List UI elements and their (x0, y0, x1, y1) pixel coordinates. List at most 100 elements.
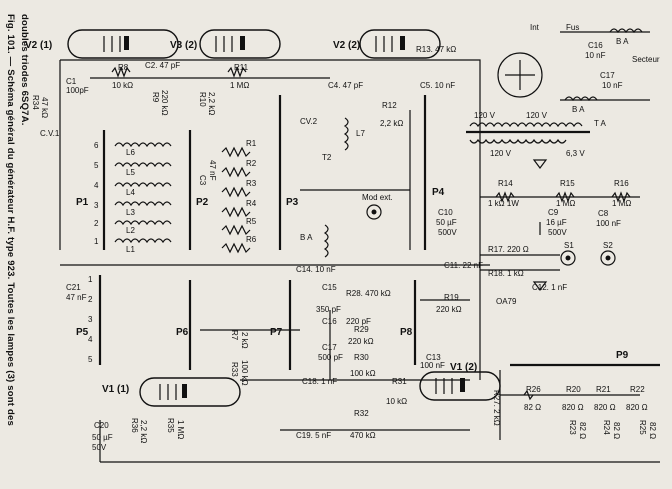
tube-v2-1: V2 (1) (25, 29, 179, 59)
p5-position-1: 1 (88, 275, 93, 284)
c17s-value: 10 nF (602, 81, 623, 90)
c12-label: C12. 1 nF (532, 283, 567, 292)
coil-l3-label: L3 (126, 208, 135, 217)
switch-p6: P6 (176, 280, 192, 370)
mod-ext-label: Mod ext. (362, 193, 393, 202)
coil-l2-label: L2 (126, 226, 135, 235)
coil-ba-filter-label: B A (572, 105, 585, 114)
r25-value: 82 Ω (648, 422, 657, 439)
c21-label: C21 (66, 283, 81, 292)
resistor-r2-label: R2 (246, 159, 257, 168)
c20-label: C20 (94, 421, 109, 430)
r36-label: R36 (130, 418, 139, 433)
c10-value: 50 µF (436, 218, 457, 227)
tube-v1-2: V1 (2) (419, 362, 501, 401)
t2-label: T2 (322, 153, 332, 162)
c13-value: 100 nF (420, 361, 445, 370)
c15-label: C15 (322, 283, 337, 292)
p1-position-6: 6 (94, 141, 99, 150)
tube-v3-2: V3 (2) (170, 29, 281, 59)
coil-ta-label: T A (594, 119, 607, 128)
switch-p3-label: P3 (286, 197, 299, 208)
r22-value: 820 Ω (626, 403, 648, 412)
switch-p1-label: P1 (76, 197, 89, 208)
voltage-6v3: 6,3 V (566, 149, 585, 158)
r11-label: R11 (234, 63, 249, 72)
cv2-label: CV.2 (300, 117, 318, 126)
r20-value: 820 Ω (562, 403, 584, 412)
c3-value: 47 nF (208, 160, 217, 181)
switch-p6-label: P6 (176, 327, 189, 338)
c3-label: C3 (198, 175, 207, 186)
r35-value: 1 MΩ (176, 420, 185, 439)
p5-position-4: 4 (88, 335, 93, 344)
r16-label: R16 (614, 179, 629, 188)
switch-p7: P7 (270, 280, 292, 370)
caption-line-2: doubles triodes 6SQ7A. (19, 14, 30, 126)
filter-section: R14 1 kΩ 1W R15 1 MΩ R16 1 MΩ C8 100 nF … (436, 179, 631, 237)
resistor-r5-label: R5 (246, 217, 257, 226)
resistor-r4-label: R4 (246, 199, 257, 208)
r7-value: 2 kΩ (240, 332, 249, 349)
c16-label: C16 (322, 317, 337, 326)
r10-value: 2,2 kΩ (207, 92, 216, 115)
resistor-r1-label: R1 (246, 139, 257, 148)
p5-position-5: 5 (88, 355, 93, 364)
switch-p9: P9 (510, 350, 660, 367)
r32-label: R32 (354, 409, 369, 418)
cv1-label: C.V.1 (40, 129, 60, 138)
r22-label: R22 (630, 385, 645, 394)
r14-value: 1 kΩ 1W (488, 199, 519, 208)
r9-label: R9 (151, 92, 160, 103)
r15-label: R15 (560, 179, 575, 188)
r19-label: R19 (444, 293, 459, 302)
c20-voltage: 50V (92, 443, 107, 452)
c4-label: C4. 47 pF (328, 81, 363, 90)
r32-value: 470 kΩ (350, 431, 376, 440)
coil-l6-label: L6 (126, 148, 135, 157)
c17-value: 500 pF (318, 353, 343, 362)
r27-label: R27. 2 kΩ (492, 390, 501, 426)
switch-p1: P1 1 2 3 4 5 6 (76, 130, 106, 250)
r23-label: R23 (568, 420, 577, 435)
p1-position-4: 4 (94, 181, 99, 190)
tube-v3-2-label: V3 (2) (170, 40, 197, 51)
c1-value: 100pF (66, 86, 89, 95)
r28-label: R28. 470 kΩ (346, 289, 391, 298)
switch-p8-label: P8 (400, 327, 413, 338)
coil-l5-label: L5 (126, 168, 135, 177)
diode-oa79-label: OA79 (496, 297, 517, 306)
r11-value: 1 MΩ (230, 81, 249, 90)
lower-left-components: C20 50 µF 50V R36 2,2 kΩ R35 1 MΩ (92, 418, 185, 452)
resistor-r3-label: R3 (246, 179, 257, 188)
r9-value: 220 kΩ (160, 90, 169, 116)
p1-position-1: 1 (94, 237, 99, 246)
r10-label: R10 (198, 92, 207, 107)
c15-value: 350 pF (316, 305, 341, 314)
coil-group: L1 L2 L3 L4 L5 L6 (114, 142, 172, 254)
r29-label: R29 (354, 325, 369, 334)
top-left-components: C1 100pF R8 10 kΩ C2. 47 pF R9 220 kΩ R1… (31, 61, 249, 186)
voltage-120v-b: 120 V (526, 111, 548, 120)
coil-l1-label: L1 (126, 245, 135, 254)
r33-label: R33 (230, 362, 239, 377)
coil-ba-mod-label: B A (300, 233, 313, 242)
secteur-label: Secteur (632, 55, 660, 64)
r26-value: 82 Ω (524, 403, 541, 412)
p1-position-3: 3 (94, 201, 99, 210)
r34-value: 47 kΩ (40, 97, 49, 118)
switch-p7-label: P7 (270, 327, 283, 338)
resistor-bank-r1-r6: R1 R2 R3 R4 R5 R6 (221, 139, 257, 254)
r16-value: 1 MΩ (612, 199, 631, 208)
coil-ba-sector-label: B A (616, 37, 629, 46)
tube-v1-2-label: V1 (2) (450, 362, 477, 373)
r25-label: R25 (638, 420, 647, 435)
r36-value: 2,2 kΩ (139, 420, 148, 443)
p1-position-2: 2 (94, 219, 99, 228)
r18-label: R18. 1 kΩ (488, 269, 524, 278)
c2-label: C2. 47 pF (145, 61, 180, 70)
c14-label: C14. 10 nF (296, 265, 336, 274)
r15-value: 1 MΩ (556, 199, 575, 208)
c13-label: C13 (426, 353, 441, 362)
